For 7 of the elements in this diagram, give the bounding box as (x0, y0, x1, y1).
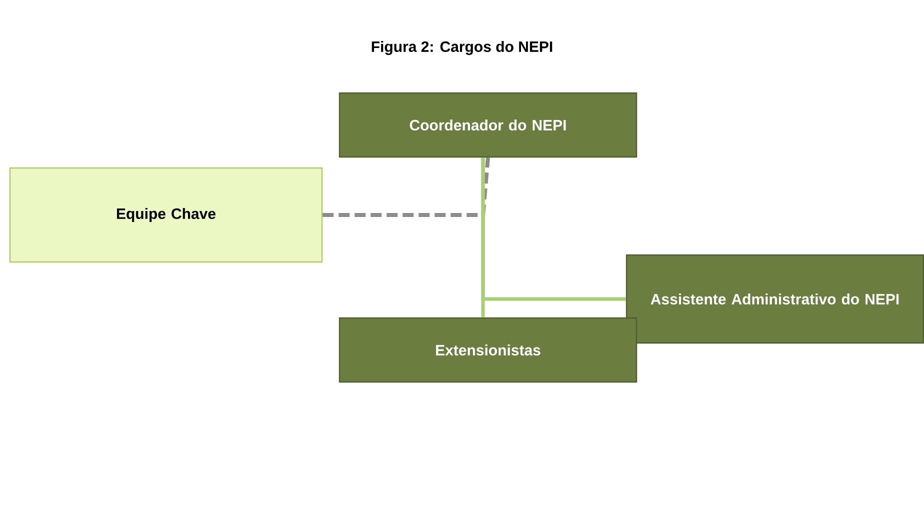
org-box: Equipe Chave (9, 167, 323, 263)
org-box: Extensionistas (338, 317, 638, 383)
title: Figura 2: Cargos do NEPI (372, 40, 552, 56)
connector-line (481, 158, 485, 318)
org-box: Coordenador do NEPI (338, 92, 638, 158)
org-box: Assistente Administrativo do NEPI (626, 254, 924, 344)
connector-line (322, 157, 490, 217)
